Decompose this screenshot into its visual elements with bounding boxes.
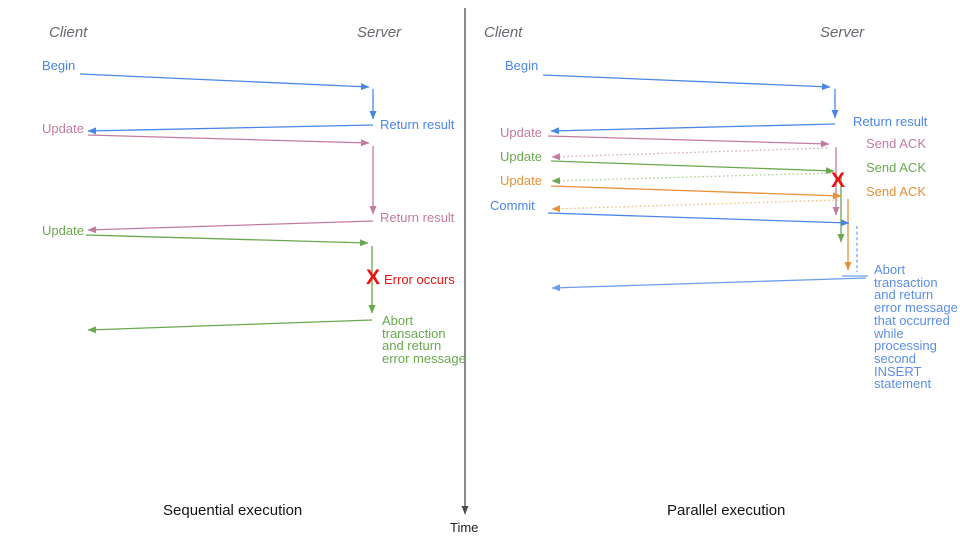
right-abort-label: Abort transaction and return error messa… bbox=[874, 262, 958, 392]
right-abort-return-arrow bbox=[551, 277, 867, 292]
left-update2-request-arrow bbox=[85, 234, 369, 247]
left-update-1-label: Update bbox=[42, 121, 84, 136]
left-abort-return-arrow bbox=[87, 319, 373, 334]
right-begin-request-arrow bbox=[542, 74, 831, 91]
left-return-result-2-label: Return result bbox=[380, 210, 455, 225]
left-error-x-icon: X bbox=[366, 266, 381, 289]
right-update-2-label: Update bbox=[500, 149, 542, 164]
right-send-ack-2-label: Send ACK bbox=[866, 160, 926, 175]
right-update1-request-arrow bbox=[547, 135, 830, 148]
left-error-occurs-label: Error occurs bbox=[384, 272, 455, 287]
left-update1-request-arrow bbox=[87, 134, 370, 147]
left-update1-return-arrow bbox=[87, 220, 374, 234]
right-update-1-label: Update bbox=[500, 125, 542, 140]
left-begin-request-arrow bbox=[79, 73, 370, 91]
left-begin-return-arrow bbox=[87, 124, 374, 135]
right-ack1-dotted-arrow bbox=[551, 147, 828, 161]
right-ack2-dotted-arrow bbox=[551, 172, 832, 185]
right-commit-label: Commit bbox=[490, 198, 535, 213]
right-update2-request-arrow bbox=[550, 160, 835, 175]
right-begin-message bbox=[542, 74, 839, 135]
left-begin-message bbox=[79, 73, 377, 135]
right-diagram-title: Parallel execution bbox=[667, 502, 786, 519]
right-begin-label: Begin bbox=[505, 58, 539, 73]
left-server-header: Server bbox=[357, 24, 402, 41]
right-error-x-icon: X bbox=[831, 169, 846, 192]
right-update2-message bbox=[550, 160, 845, 243]
time-axis-label: Time bbox=[450, 520, 479, 535]
left-diagram-title: Sequential execution bbox=[163, 502, 303, 519]
left-update-2-label: Update bbox=[42, 223, 84, 238]
left-client-header: Client bbox=[49, 24, 88, 41]
right-client-header: Client bbox=[484, 24, 523, 41]
right-return-result-label: Return result bbox=[853, 114, 928, 129]
right-update-3-label: Update bbox=[500, 173, 542, 188]
right-send-ack-1-label: Send ACK bbox=[866, 136, 926, 151]
left-abort-label: Abort transaction and return error messa… bbox=[382, 313, 466, 367]
left-return-result-1-label: Return result bbox=[380, 117, 455, 132]
right-ack3-dotted-arrow bbox=[551, 199, 839, 213]
right-commit-message bbox=[547, 212, 868, 292]
right-commit-request-arrow bbox=[547, 212, 850, 227]
right-update3-message bbox=[550, 185, 852, 271]
left-update2-message bbox=[85, 234, 376, 334]
right-update3-request-arrow bbox=[550, 185, 842, 200]
right-server-header: Server bbox=[820, 24, 865, 41]
right-begin-return-arrow bbox=[550, 123, 836, 135]
left-begin-label: Begin bbox=[42, 58, 76, 73]
right-send-ack-3-label: Send ACK bbox=[866, 184, 926, 199]
left-update1-message bbox=[87, 134, 377, 234]
right-update1-message bbox=[547, 135, 840, 216]
